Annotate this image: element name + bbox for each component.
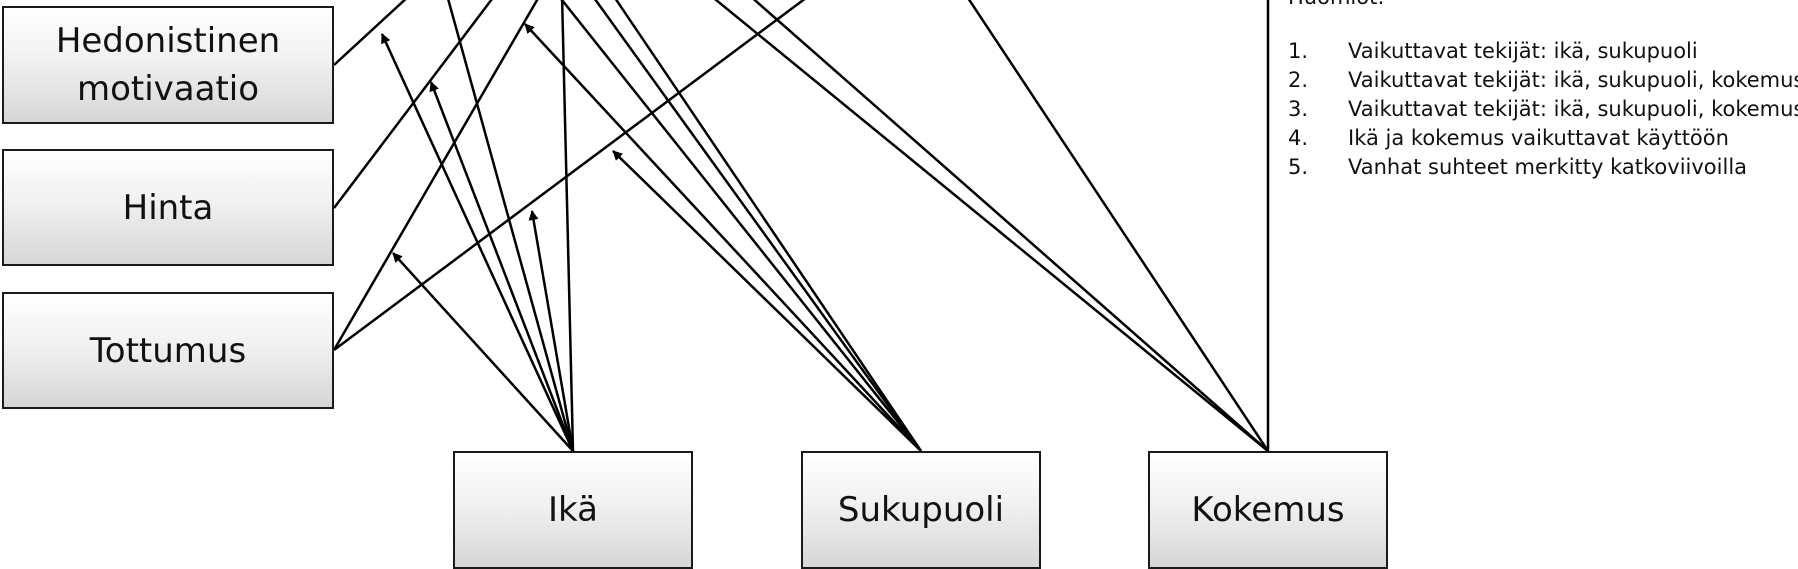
link-price-up [333,0,493,209]
price-label: Hinta [122,187,214,228]
notes-item: 3. Vaikuttavat tekijät: ikä, sukupuoli, k… [1288,95,1798,124]
notes-item: 1. Vaikuttavat tekijät: ikä, sukupuoli [1288,37,1798,66]
link-gender-up-3 [614,0,923,452]
notes-heading: Huomiot: [1288,0,1798,12]
hedonic-motivation-label: Hedonistinen motivaatio [55,21,281,109]
notes-item-text: Vaikuttavat tekijät: ikä, sukupuoli, kok… [1348,97,1798,121]
gender-box: Sukupuoli [801,451,1041,569]
link-exp-up-3 [967,0,1270,452]
link-hedonic-up [333,0,407,66]
age-box: Ikä [453,451,693,569]
link-age-up-1 [447,0,575,452]
link-gender-arrow-2 [612,150,922,452]
age-label: Ikä [548,490,598,530]
link-age-arrow-4 [528,210,575,452]
link-gender-arrow-1 [524,23,922,452]
notes-list: 1. Vaikuttavat tekijät: ikä, sukupuoli 2.… [1288,37,1798,182]
experience-label: Kokemus [1191,490,1345,530]
link-gender-up-1 [560,0,922,452]
link-age-arrow-2 [429,81,575,452]
link-habit-up-steep [332,0,539,351]
notes-item-text: Vaikuttavat tekijät: ikä, sukupuoli, kok… [1348,68,1798,92]
notes-item-text: Ikä ja kokemus vaikuttavat käyttöön [1348,126,1729,150]
notes-panel: Huomiot: 1. Vaikuttavat tekijät: ikä, suk… [1288,0,1798,182]
notes-item-number: 5. [1288,155,1309,179]
notes-item-number: 1. [1288,39,1309,63]
notes-item-number: 4. [1288,126,1309,150]
habit-box: Tottumus [2,292,334,409]
notes-item-text: Vanhat suhteet merkitty katkoviivoilla [1348,155,1748,179]
notes-item-number: 3. [1288,97,1309,121]
habit-label: Tottumus [89,330,247,371]
link-gender-up-2 [594,0,923,452]
link-age-up-2 [560,0,575,452]
link-habit-up-shallow [333,0,806,352]
price-box: Hinta [2,149,334,266]
link-exp-up-2 [752,0,1269,452]
notes-item: 2. Vaikuttavat tekijät: ikä, sukupuoli, k… [1288,66,1798,95]
link-exp-up-1 [714,0,1269,452]
experience-box: Kokemus [1148,451,1388,569]
notes-item: 4. Ikä ja kokemus vaikuttavat käyttöön [1288,124,1798,153]
notes-item-text: Vaikuttavat tekijät: ikä, sukupuoli [1348,39,1698,63]
notes-item-number: 2. [1288,68,1309,92]
gender-label: Sukupuoli [837,490,1005,530]
link-age-arrow-1 [380,33,575,452]
link-age-arrow-3 [392,252,574,452]
notes-item: 5. Vanhat suhteet merkitty katkoviivoilla [1288,153,1798,182]
hedonic-motivation-box: Hedonistinen motivaatio [2,6,334,124]
